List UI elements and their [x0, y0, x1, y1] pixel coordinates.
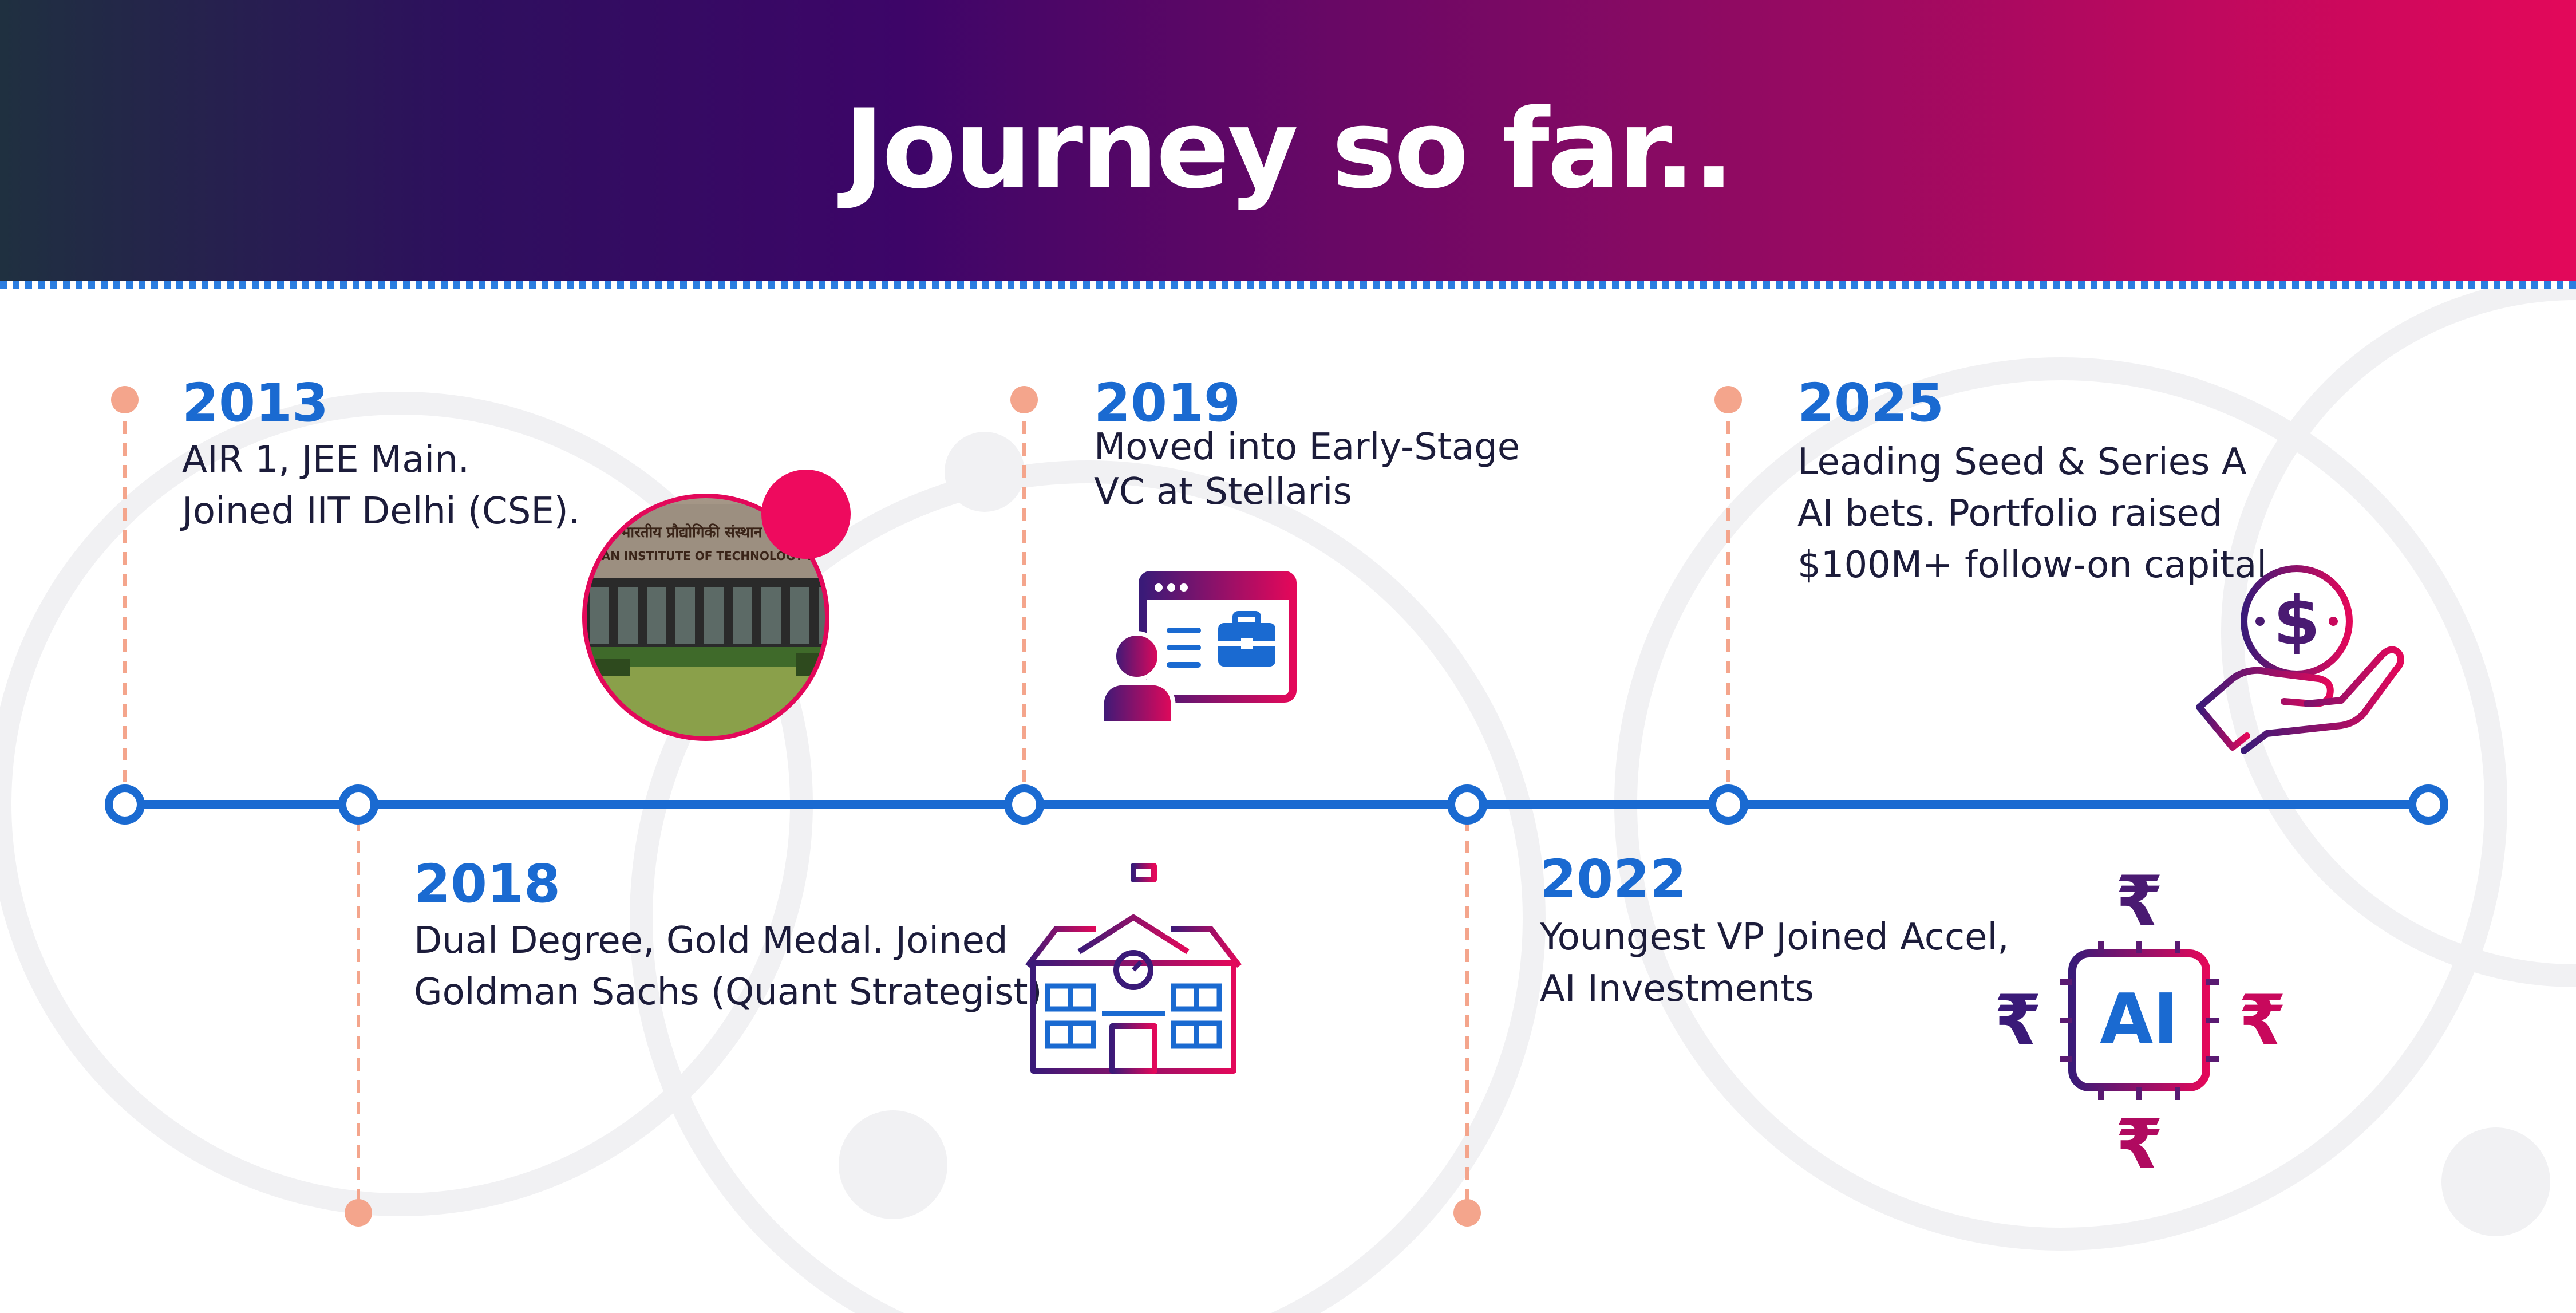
milestone-line: Leading Seed & Series A	[1797, 441, 2247, 483]
connector-dot-2013	[111, 386, 139, 413]
node-2013	[105, 784, 145, 825]
milestone-2018-description: Dual Degree, Gold Medal. Joined Goldman …	[414, 915, 1042, 1018]
school-building-icon	[1020, 863, 1247, 1074]
connector-dot-2022	[1453, 1199, 1481, 1227]
milestone-line: Youngest VP Joined Accel,	[1540, 916, 2009, 959]
iit-delhi-photo: भारतीय प्रौद्योगिकी संस्थान दिल्ली INDIA…	[582, 470, 851, 741]
header-banner: Journey so far..	[0, 0, 2576, 281]
dollar-symbol: $	[2273, 581, 2320, 660]
milestone-2013-description: AIR 1, JEE Main. Joined IIT Delhi (CSE).	[182, 434, 580, 537]
ai-label: AI	[2100, 980, 2179, 1059]
milestone-line: Dual Degree, Gold Medal. Joined	[414, 920, 1008, 962]
milestone-line: Moved into Early-Stage	[1094, 426, 1520, 468]
year-2022: 2022	[1540, 849, 1687, 910]
year-2013: 2013	[182, 372, 329, 433]
milestone-2022-description: Youngest VP Joined Accel, AI Investments	[1540, 912, 2009, 1015]
milestone-line: Joined IIT Delhi (CSE).	[182, 490, 580, 533]
milestone-line: $100M+ follow-on capital	[1797, 544, 2267, 586]
node-end	[2408, 784, 2448, 825]
rupee-left-icon: ₹	[1994, 981, 2042, 1060]
node-2018	[338, 784, 378, 825]
milestone-line: VC at Stellaris	[1094, 471, 1352, 513]
connector-dot-2025	[1714, 386, 1742, 413]
decorative-pink-dot	[761, 470, 851, 559]
year-2018: 2018	[414, 853, 561, 914]
rupee-right-icon: ₹	[2238, 981, 2286, 1060]
header-dotted-border	[0, 281, 2576, 289]
node-2019	[1004, 784, 1044, 825]
milestone-2019-description: Moved into Early-Stage VC at Stellaris	[1094, 425, 1520, 514]
rupee-bottom-icon: ₹	[2115, 1105, 2163, 1177]
year-2019: 2019	[1094, 372, 1241, 433]
milestone-2025-description: Leading Seed & Series A AI bets. Portfol…	[1797, 436, 2267, 591]
milestone-line: AIR 1, JEE Main.	[182, 439, 470, 481]
dollar-hand-icon: $	[2196, 565, 2404, 754]
connector-dot-2018	[345, 1199, 372, 1227]
job-portal-icon	[1099, 571, 1297, 726]
connector-dot-2019	[1010, 386, 1038, 413]
milestone-line: AI bets. Portfolio raised	[1797, 492, 2223, 535]
page-title: Journey so far..	[844, 86, 1735, 212]
milestone-line: Goldman Sachs (Quant Strategist)	[414, 971, 1042, 1014]
year-2025: 2025	[1797, 372, 1945, 433]
node-2025	[1708, 784, 1748, 825]
rupee-top-icon: ₹	[2115, 862, 2163, 941]
milestone-line: AI Investments	[1540, 968, 1814, 1010]
node-2022	[1447, 784, 1487, 825]
ai-rupee-icon: AI ₹ ₹ ₹ ₹	[1994, 862, 2286, 1177]
